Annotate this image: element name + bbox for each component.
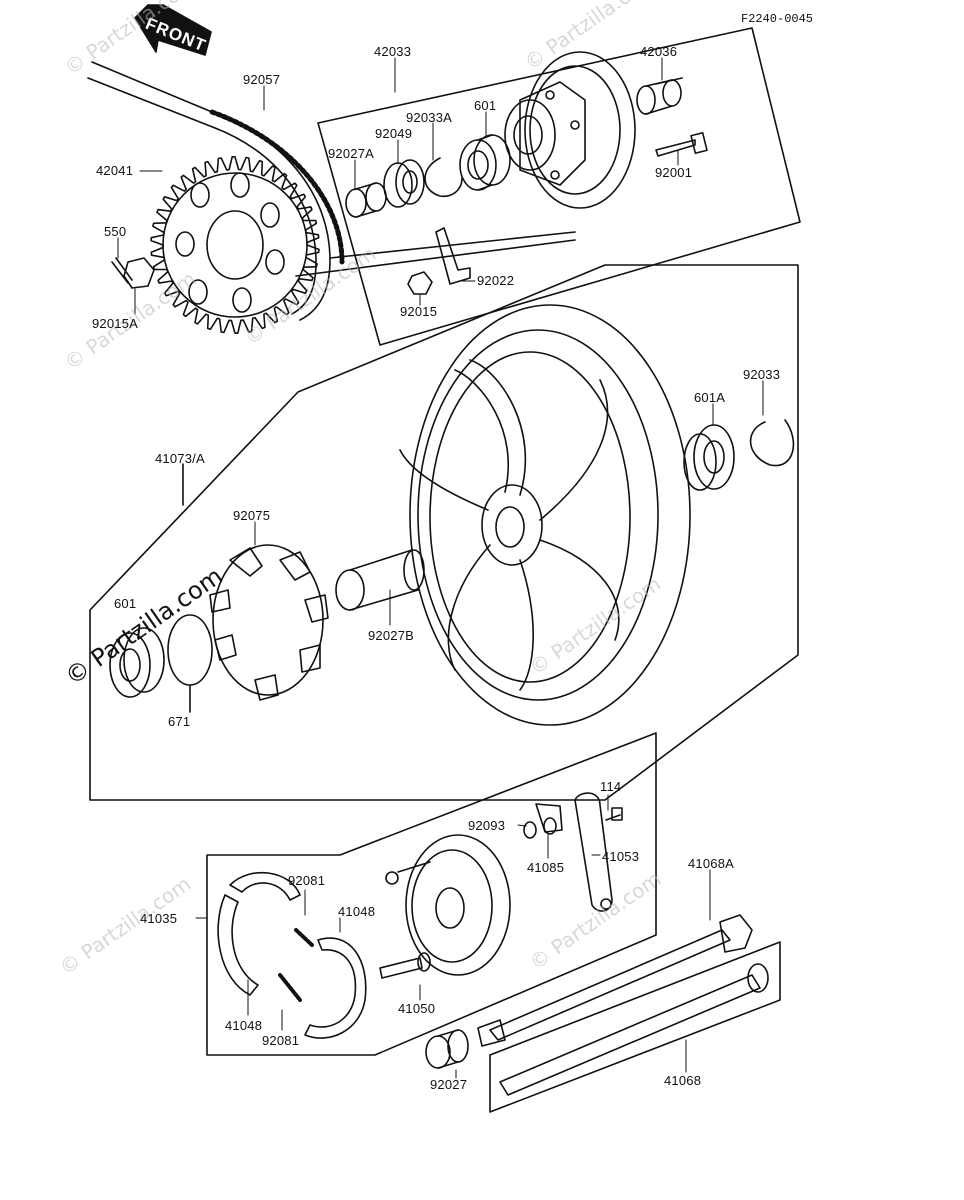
front-arrow-icon bbox=[134, 4, 212, 56]
label-601A: 601A bbox=[694, 390, 726, 405]
brake-panel bbox=[385, 834, 511, 976]
label-92027: 92027 bbox=[430, 1077, 468, 1092]
cast-wheel bbox=[399, 304, 691, 726]
brake-cam-41050 bbox=[379, 952, 431, 979]
label-92081-bot: 92081 bbox=[262, 1033, 300, 1048]
bearing-601-top bbox=[459, 134, 511, 191]
label-92015: 92015 bbox=[400, 304, 438, 319]
label-671: 671 bbox=[168, 714, 191, 729]
label-41035: 41035 bbox=[140, 911, 178, 926]
rubber-damper-92075 bbox=[209, 544, 329, 701]
o-ring-671 bbox=[167, 614, 213, 686]
hub-group-frame bbox=[317, 27, 801, 346]
collar-92027A bbox=[345, 182, 387, 218]
label-41085: 41085 bbox=[527, 860, 565, 875]
bearing-601-left bbox=[109, 627, 165, 698]
axle-41068A bbox=[477, 914, 753, 1047]
lock-plate-92022 bbox=[407, 227, 471, 295]
label-42041: 42041 bbox=[96, 163, 134, 178]
label-41053: 41053 bbox=[602, 849, 640, 864]
brake-group-frame bbox=[206, 732, 657, 1056]
circlip-92033 bbox=[749, 419, 795, 467]
leader-lines bbox=[117, 57, 764, 1079]
label-42033: 42033 bbox=[374, 44, 412, 59]
label-92027B: 92027B bbox=[368, 628, 415, 643]
diagram-code: F2240-0045 bbox=[741, 12, 814, 26]
castle-nut-icon bbox=[111, 257, 155, 289]
label-92093: 92093 bbox=[468, 818, 506, 833]
bearing-601A bbox=[683, 424, 735, 491]
rear-sprocket bbox=[150, 156, 320, 334]
collar-92027 bbox=[425, 1029, 469, 1069]
wheel-group-frame bbox=[89, 264, 799, 801]
collar-42036 bbox=[636, 77, 683, 115]
label-92049: 92049 bbox=[375, 126, 413, 141]
axle-41068 bbox=[499, 963, 769, 1096]
label-550: 550 bbox=[104, 224, 127, 239]
label-41073A: 41073/A bbox=[155, 451, 205, 466]
label-41048-bot: 41048 bbox=[225, 1018, 263, 1033]
collar-92027B bbox=[335, 549, 425, 611]
label-92033A: 92033A bbox=[406, 110, 453, 125]
sprocket-hub bbox=[504, 51, 636, 209]
label-41050: 41050 bbox=[398, 1001, 436, 1016]
label-92015A: 92015A bbox=[92, 316, 139, 331]
label-92057: 92057 bbox=[243, 72, 281, 87]
label-92033: 92033 bbox=[743, 367, 781, 382]
label-42036: 42036 bbox=[640, 44, 678, 59]
label-41048-top: 41048 bbox=[338, 904, 376, 919]
circlip-92033A bbox=[424, 157, 463, 198]
seal-92049 bbox=[383, 159, 425, 208]
bolt-92001 bbox=[655, 132, 708, 157]
label-601-top: 601 bbox=[474, 98, 497, 113]
axle-group-frame bbox=[489, 941, 781, 1113]
drive-chain bbox=[87, 61, 345, 321]
label-601-left: 601 bbox=[114, 596, 137, 611]
label-92081-top: 92081 bbox=[288, 873, 326, 888]
brake-shoes bbox=[217, 871, 367, 1039]
label-92075: 92075 bbox=[233, 508, 271, 523]
brake-lever-assembly bbox=[523, 792, 623, 912]
label-92027A: 92027A bbox=[328, 146, 375, 161]
label-41068: 41068 bbox=[664, 1073, 702, 1088]
label-41068A: 41068A bbox=[688, 856, 735, 871]
label-92022: 92022 bbox=[477, 273, 515, 288]
label-92001: 92001 bbox=[655, 165, 693, 180]
label-114: 114 bbox=[600, 779, 622, 794]
